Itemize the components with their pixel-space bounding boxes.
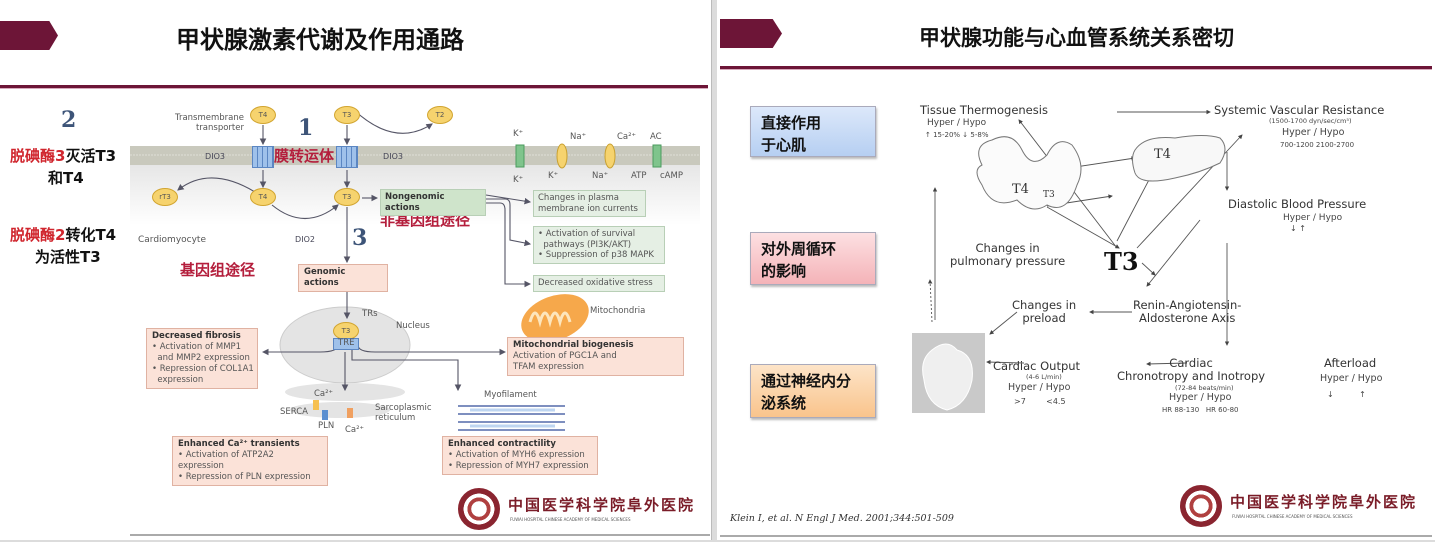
- afterload-hyper-hypo: Hyper / Hypo: [1320, 373, 1383, 384]
- svr-values: 700-1200 2100-2700: [1280, 141, 1355, 149]
- camp-label: cAMP: [660, 171, 683, 181]
- slide-thyroid-cardiovascular: 甲状腺功能与心血管系统关系密切 直接作用 于心肌 对外周循环 的影响 通过神经内…: [717, 0, 1435, 540]
- pln-label: PLN: [318, 421, 335, 431]
- decreased-fibrosis-box: Decreased fibrosis• Activation of MMP1 a…: [146, 328, 258, 390]
- liver-t4-label: T4: [1154, 147, 1171, 162]
- cardiomyocyte-label: Cardiomyocyte: [138, 235, 207, 245]
- transporter-icon: [252, 146, 274, 168]
- svr-title: Systemic Vascular Resistance: [1214, 103, 1385, 117]
- raas-label: Renin-Angiotensin- Aldosterone Axis: [1133, 298, 1242, 326]
- svr-range: (1500-1700 dyn/sec/cm⁵): [1269, 117, 1352, 125]
- tre-element: TRE: [333, 338, 360, 350]
- k-ion-label: K⁺: [548, 171, 559, 181]
- transporter-cn-label: 膜转运体: [274, 147, 335, 165]
- nongenomic-actions-box: Nongenomic actions: [380, 189, 486, 217]
- ion-currents-box: Changes in plasma membrane ion currents: [533, 190, 646, 218]
- thermogenesis-title: Tissue Thermogenesis: [920, 103, 1048, 117]
- hospital-logo-name: 中国医学科学院阜外医院: [508, 496, 696, 514]
- slide-thyroid-metabolism: 甲状腺激素代谢及作用通路 2 1 3 脱碘酶3灭活T3 和T4 脱碘酶2转化T4…: [0, 0, 712, 540]
- title-underline: [0, 85, 708, 88]
- t3-inside: T3: [334, 188, 360, 206]
- dbp-hyper-hypo: Hyper / Hypo: [1283, 213, 1343, 223]
- mitochondria-label: Mitochondria: [590, 306, 646, 316]
- thermogenesis-values: ↑ 15-20% ↓ 5-8%: [925, 131, 989, 139]
- pulmonary-pressure-label: Changes in pulmonary pressure: [950, 241, 1066, 269]
- citation: Klein I, et al. N Engl J Med. 2001;344:5…: [730, 513, 954, 524]
- sarcoplasmic-reticulum-label: Sarcoplasmic reticulum: [375, 403, 432, 423]
- cardiac-output-title: Cardiac Output: [993, 359, 1081, 373]
- hospital-logo-seal: [1180, 485, 1222, 527]
- t2-outside: T2: [427, 106, 453, 124]
- myofilament-label: Myofilament: [484, 390, 537, 400]
- slide-title: 甲状腺激素代谢及作用通路: [176, 26, 464, 54]
- transmembrane-transporter-label: Transmembrane transporter: [175, 113, 244, 133]
- cardiac-output-hyper-hypo: Hyper / Hypo: [1008, 382, 1071, 393]
- atp-label: ATP: [631, 171, 647, 181]
- dio3-diamond-left: DIO3: [195, 147, 235, 167]
- cardio-diagram-arrows: [720, 109, 1432, 537]
- dio3-annotation-line2: 和T4: [48, 169, 84, 187]
- dio2-diamond: DIO2: [285, 230, 325, 250]
- hospital-logo-name: 中国医学科学院阜外医院: [1230, 493, 1418, 511]
- header-arrow-tag: [0, 21, 58, 50]
- t3-central-label: T3: [1104, 247, 1139, 276]
- thyroid-t4-label: T4: [1012, 182, 1029, 197]
- dio3-annotation: 脱碘酶3灭活T3: [10, 147, 117, 165]
- ac-label: AC: [650, 132, 662, 142]
- survival-box: • Activation of survival pathways (PI3K/…: [533, 226, 665, 264]
- calcium-transients-box: Enhanced Ca²⁺ transients• Activation of …: [172, 436, 328, 487]
- nucleus-label: Nucleus: [396, 321, 430, 331]
- slide-title: 甲状腺功能与心血管系统关系密切: [919, 26, 1234, 50]
- afterload-values: ↓ ↑: [1327, 390, 1366, 399]
- step-number-2: 2: [61, 107, 77, 133]
- ca-label: Ca²⁺: [345, 425, 365, 435]
- step-number-1: 1: [298, 115, 314, 141]
- chronotropy-title: Cardiac Chronotropy and Inotropy: [1117, 356, 1266, 384]
- dio2-annotation: 脱碘酶2转化T4: [10, 226, 117, 244]
- dbp-title: Diastolic Blood Pressure: [1228, 197, 1367, 211]
- dbp-values: ↓ ↑: [1290, 224, 1306, 233]
- side-box-peripheral: 对外周循环 的影响: [750, 232, 876, 285]
- trs-label: TRs: [362, 309, 378, 319]
- thyroid-t3-label: T3: [1043, 190, 1055, 200]
- contractility-box: Enhanced contractility• Activation of MY…: [442, 436, 598, 476]
- hospital-logo-subtitle: FUWAI HOSPITAL CHINESE ACADEMY OF MEDICA…: [1232, 514, 1353, 519]
- chronotropy-hyper-hypo: Hyper / Hypo: [1169, 392, 1232, 403]
- k-ion-label: K⁺: [513, 129, 524, 139]
- chronotropy-values: HR 88-130 HR 60-80: [1162, 406, 1239, 414]
- genomic-cn-label: 基因组途径: [180, 261, 256, 279]
- na-ion-label: Na⁺: [592, 171, 609, 181]
- transporter-icon: [336, 146, 358, 168]
- chronotropy-range: (72-84 beats/min): [1175, 384, 1234, 392]
- dio3-diamond-right: DIO3: [373, 147, 413, 167]
- cardiac-output-values: >7 <4.5: [1014, 397, 1066, 406]
- na-ion-label: Na⁺: [570, 132, 587, 142]
- dio2-annotation-line2: 为活性T3: [35, 248, 101, 266]
- t4-inside: T4: [250, 188, 276, 206]
- hospital-logo-subtitle: FUWAI HOSPITAL CHINESE ACADEMY OF MEDICA…: [510, 517, 631, 522]
- hospital-logo-seal: [458, 488, 500, 530]
- afterload-title: Afterload: [1324, 356, 1377, 370]
- ca-ion-label: Ca²⁺: [617, 132, 637, 142]
- cardiac-output-range: (4-6 L/min): [1026, 373, 1062, 381]
- ca-label: Ca²⁺: [314, 389, 334, 399]
- thermogenesis-hyper-hypo: Hyper / Hypo: [927, 118, 987, 128]
- serca-label: SERCA: [280, 407, 308, 417]
- side-box-neuroendocrine: 通过神经内分 泌系统: [750, 364, 876, 418]
- k-ion-label: K⁺: [513, 175, 524, 185]
- header-arrow-tag: [720, 19, 782, 48]
- step-number-3: 3: [352, 225, 368, 251]
- title-underline: [720, 66, 1432, 69]
- side-box-myocardium: 直接作用 于心肌: [750, 106, 876, 157]
- t3-outside: T3: [334, 106, 360, 124]
- genomic-actions-box: Genomic actions: [298, 264, 388, 293]
- t4-outside: T4: [250, 106, 276, 124]
- preload-label: Changes in preload: [1012, 298, 1077, 326]
- oxidative-stress-box: Decreased oxidative stress: [533, 275, 665, 292]
- rt3-inside: rT3: [152, 188, 178, 206]
- svr-hyper-hypo: Hyper / Hypo: [1282, 127, 1345, 138]
